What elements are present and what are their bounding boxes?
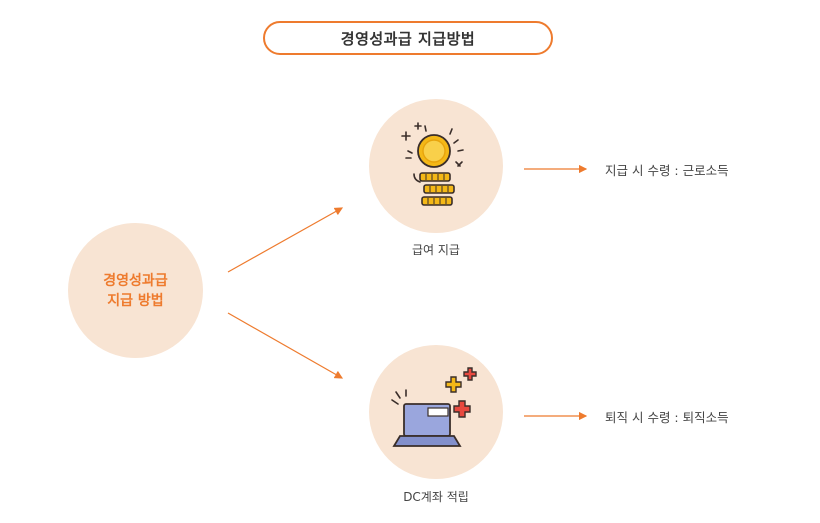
page-title: 경영성과급 지급방법 — [263, 21, 553, 55]
dc-caption: DC계좌 적립 — [403, 490, 469, 504]
center-node: 경영성과급 지급 방법 — [68, 223, 203, 358]
center-label-line1: 경영성과급 — [103, 272, 168, 289]
arrow-to-salary — [227, 207, 344, 273]
salary-result: 지급 시 수령 : 근로소득 — [605, 163, 729, 178]
center-label-line2: 지급 방법 — [107, 292, 164, 309]
coins-stack-icon — [401, 122, 464, 206]
dc-result: 퇴직 시 수령 : 퇴직소득 — [605, 410, 729, 425]
salary-caption: 급여 지급 — [412, 243, 460, 257]
laptop-plus-icon — [391, 367, 477, 447]
arrow-to-dc — [227, 312, 344, 379]
